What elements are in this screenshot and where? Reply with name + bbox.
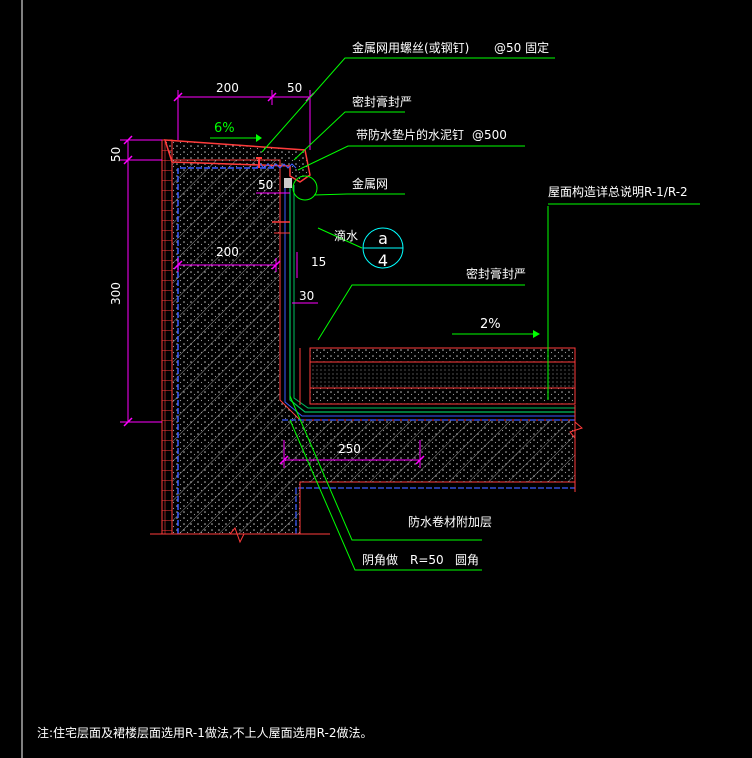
label-nail-spacing: @500 [472, 128, 507, 142]
dim-inner-width: 200 [216, 245, 239, 259]
membrane-upstand [289, 185, 575, 413]
dim-parapet-height: 300 [109, 282, 123, 305]
label-drip: 滴水 [334, 228, 358, 243]
dim-drip-offset: 50 [258, 178, 273, 192]
footnote: 注:住宅层面及裙楼层面选用R-1做法,不上人屋面选用R-2做法。 [37, 725, 373, 740]
label-metal-mesh: 金属网 [352, 176, 388, 191]
screw-icon [256, 157, 262, 168]
roof-top-layer [309, 347, 576, 363]
leader-lines [210, 57, 700, 571]
membrane-outer [177, 167, 276, 534]
membrane-upstand-3 [284, 185, 575, 417]
drip-detail-circle [292, 175, 318, 201]
label-cove-round: 圆角 [455, 553, 479, 567]
roof-screed [309, 387, 576, 405]
concrete-dots [172, 160, 575, 534]
metal-mesh-zigzag [255, 163, 297, 169]
nail-icon [272, 221, 290, 234]
dimension-ticks [123, 92, 425, 465]
label-roof-reference: 屋面构造详总说明R-1/R-2 [548, 184, 688, 199]
roof-insulation [309, 361, 576, 389]
label-cove-radius: R=50 [410, 553, 444, 567]
label-metal-mesh-spacing: @50 固定 [494, 40, 549, 55]
flashing-block [284, 178, 292, 188]
label-sealant-tight-1: 密封膏封严 [352, 94, 412, 109]
slope-coping: 6% [214, 121, 235, 136]
label-nail-waterproof: 带防水垫片的水泥钉 [356, 127, 464, 142]
break-line-bottom [150, 527, 330, 544]
dim-coping-width: 200 [216, 81, 239, 95]
detail-marker-bottom: 4 [378, 251, 388, 270]
dim-coping-thickness: 50 [109, 147, 123, 162]
coping-cap [163, 139, 311, 183]
slope-roof: 2% [480, 317, 501, 332]
label-membrane-reinforce: 防水卷材附加层 [408, 514, 492, 529]
brick-facing [161, 139, 173, 535]
dim-offset-15: 15 [311, 255, 326, 269]
detail-marker-top: a [378, 229, 388, 248]
dim-slab-length: 250 [338, 442, 361, 456]
label-metal-mesh-screws: 金属网用螺丝(或钢钉) [352, 40, 469, 55]
label-sealant-tight-2: 密封膏封严 [466, 266, 526, 281]
break-line-right [569, 405, 583, 492]
slope-arrowheads [256, 134, 540, 338]
membrane-upstand-2 [293, 185, 575, 409]
label-cove-corner: 阴角做 [362, 552, 398, 567]
dim-drip-width: 50 [287, 81, 302, 95]
parapet-wall [150, 139, 583, 544]
membrane-slab-bottom [295, 487, 575, 534]
detail-marker: a 4 [362, 227, 404, 270]
roof-layers [299, 347, 576, 405]
dim-offset-30: 30 [299, 289, 314, 303]
